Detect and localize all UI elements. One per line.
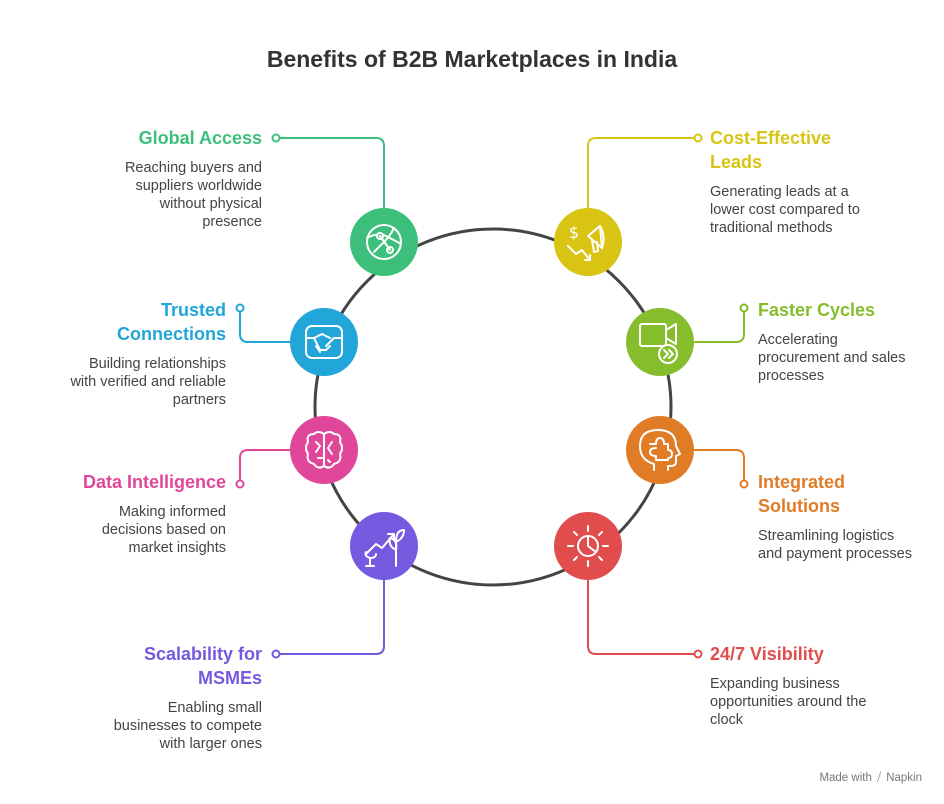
icon-circle-cost — [554, 208, 622, 276]
head-puzzle-icon — [639, 429, 681, 471]
endpoint-global — [271, 133, 281, 143]
endpoint-scalability — [271, 649, 281, 659]
handshake-icon — [305, 325, 343, 359]
heading-visibility: 24/7 Visibility — [710, 644, 824, 664]
fast-forward-video-icon — [639, 323, 678, 364]
connector-trusted — [239, 310, 290, 343]
connector-faster — [694, 310, 745, 343]
made-with-label: Made with — [819, 772, 872, 784]
connector-visibility — [587, 580, 696, 655]
heading-global-access: Global Access — [138, 128, 262, 148]
endpoint-data — [235, 479, 245, 489]
central-ring — [313, 227, 673, 587]
heading-data-intelligence: Data Intelligence — [82, 472, 226, 492]
endpoint-trusted — [235, 303, 245, 313]
connector-cost — [587, 137, 696, 210]
endpoint-visibility — [693, 649, 703, 659]
connector-data — [239, 449, 290, 482]
connector-endpoints — [235, 133, 749, 659]
icon-circle-faster — [626, 308, 694, 376]
endpoint-cost — [693, 133, 703, 143]
connector-scalability — [278, 580, 385, 655]
globe-icon — [366, 224, 402, 260]
brain-icon — [305, 431, 343, 469]
icon-circles — [290, 208, 694, 580]
page-title: Benefits of B2B Marketplaces in India — [266, 46, 678, 72]
svg-text:$: $ — [569, 223, 579, 242]
sun-clock-icon — [567, 525, 609, 567]
napkin-brand-label: Napkin — [886, 772, 922, 784]
connector-global — [278, 137, 385, 210]
growth-plant-icon — [364, 529, 405, 567]
made-with-napkin-badge[interactable]: Made with ⧸ Napkin — [819, 772, 922, 785]
endpoint-faster — [739, 303, 749, 313]
heading-faster-cycles: Faster Cycles — [758, 300, 876, 320]
endpoint-integrated — [739, 479, 749, 489]
connector-integrated — [694, 449, 745, 482]
napkin-logo-icon: ⧸ — [877, 772, 881, 784]
connectors — [239, 137, 745, 655]
icon-circle-trusted — [290, 308, 358, 376]
megaphone-icon: $ — [567, 223, 605, 261]
